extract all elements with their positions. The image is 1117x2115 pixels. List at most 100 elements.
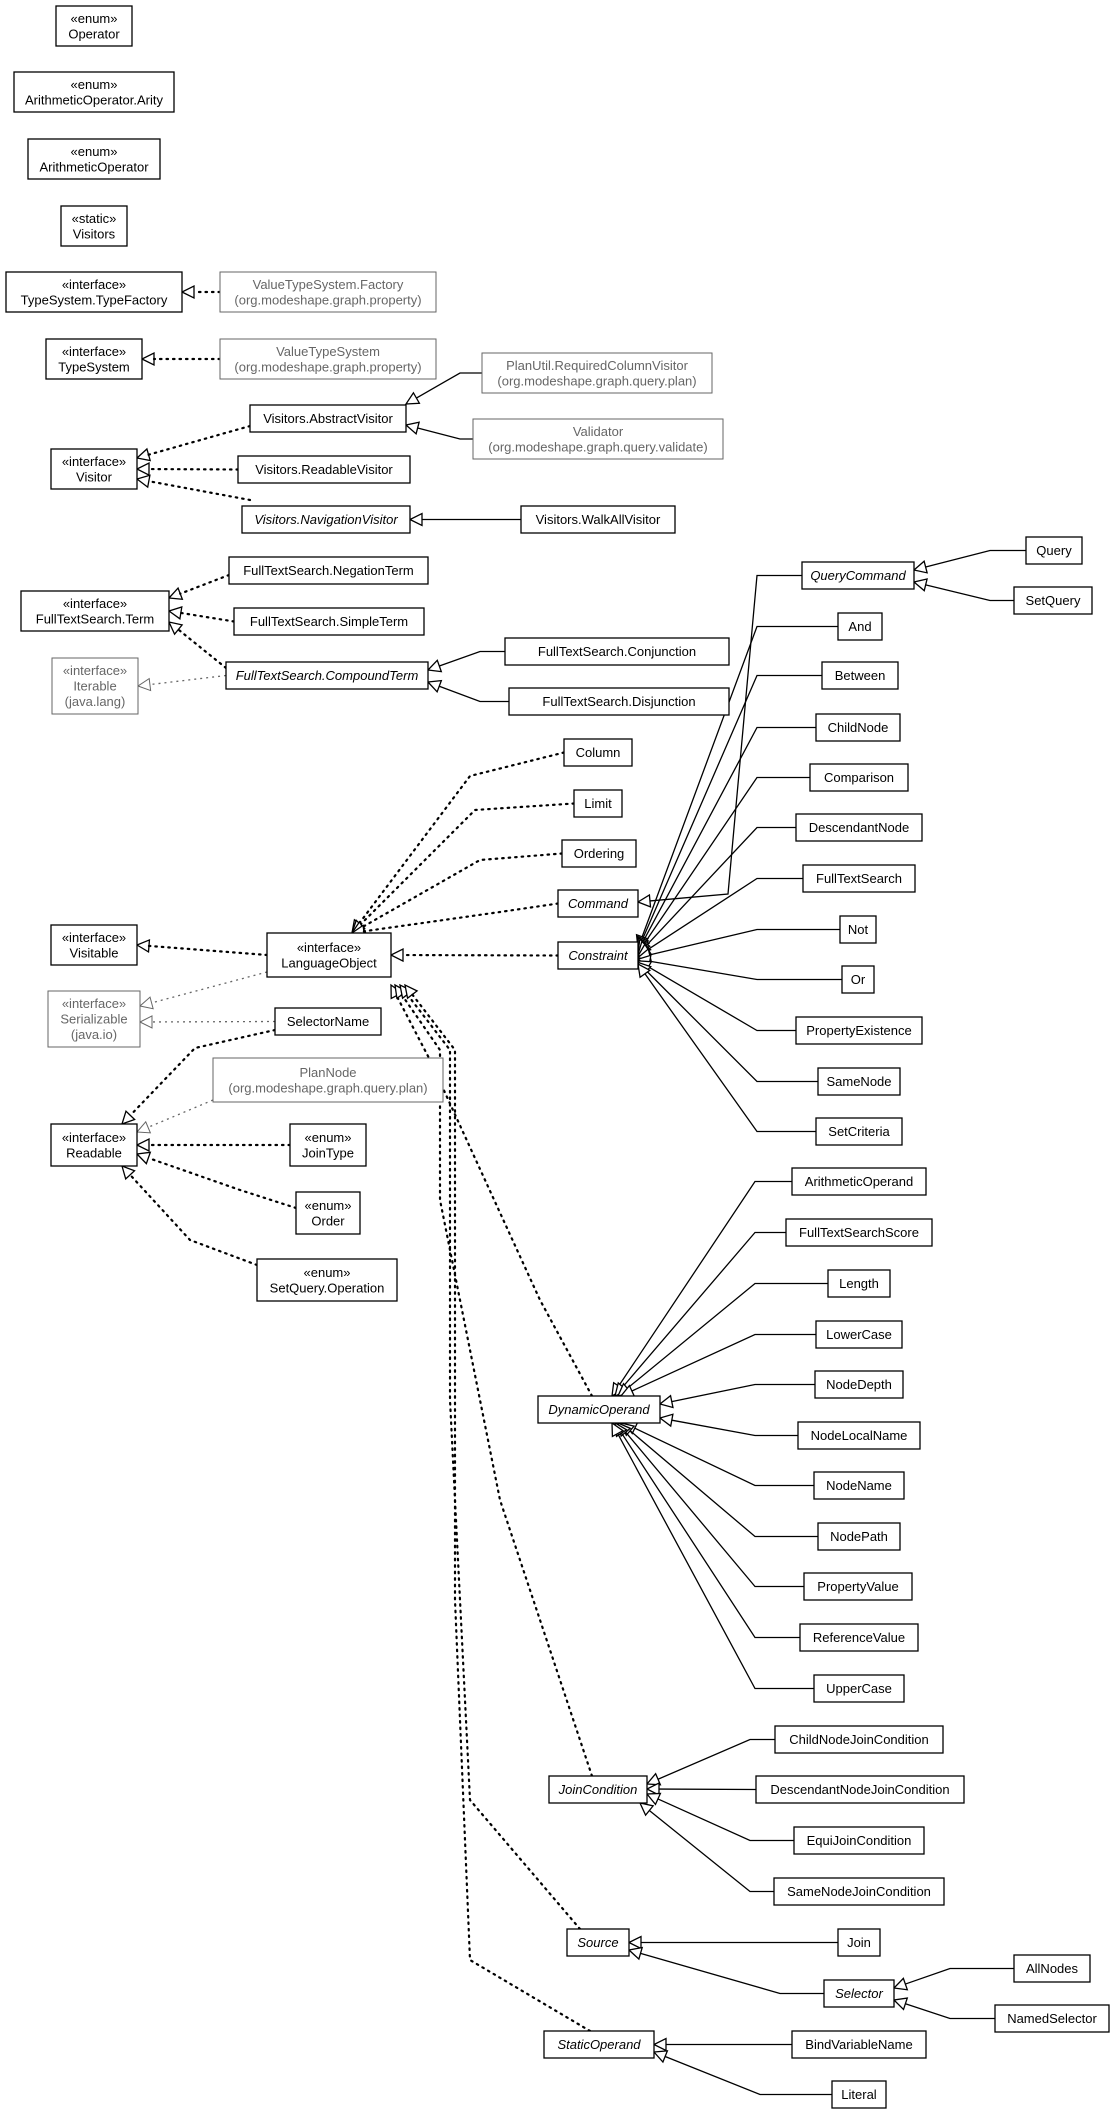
generalization-line	[641, 625, 838, 937]
generalization-line	[640, 1952, 824, 1995]
class-box-same-node[interactable]: SameNode	[817, 1067, 901, 1096]
class-box-equi-join-condition[interactable]: EquiJoinCondition	[793, 1826, 925, 1855]
class-box-full-text-search[interactable]: FullTextSearch	[802, 864, 916, 893]
class-box-visitors[interactable]: «static»Visitors	[60, 205, 128, 247]
class-box-selector-name[interactable]: SelectorName	[274, 1007, 382, 1036]
class-box-reference-value[interactable]: ReferenceValue	[799, 1623, 919, 1652]
class-box-child-node-join-condition[interactable]: ChildNodeJoinCondition	[774, 1725, 944, 1754]
class-box-arithmetic-operand[interactable]: ArithmeticOperand	[791, 1167, 927, 1196]
class-box-simple-term[interactable]: FullTextSearch.SimpleTerm	[233, 607, 425, 636]
class-box-value-type-system[interactable]: ValueTypeSystem(org.modeshape.graph.prop…	[219, 338, 437, 380]
class-box-descendant-node[interactable]: DescendantNode	[795, 813, 923, 842]
class-box-property-value[interactable]: PropertyValue	[803, 1572, 913, 1601]
class-box-property-existence[interactable]: PropertyExistence	[795, 1016, 923, 1045]
class-box-plan-node[interactable]: PlanNode(org.modeshape.graph.query.plan)	[212, 1057, 444, 1103]
class-box-join-condition[interactable]: JoinCondition	[548, 1775, 648, 1804]
class-name: AllNodes	[1026, 1961, 1079, 1976]
class-box-serializable[interactable]: «interface»Serializable(java.io)	[47, 990, 141, 1048]
class-box-selector[interactable]: Selector	[823, 1979, 895, 2008]
class-box-visitor[interactable]: «interface»Visitor	[50, 448, 138, 490]
class-box-arithmetic-operator-arity[interactable]: «enum»ArithmeticOperator.Arity	[13, 71, 175, 113]
class-name: Iterable	[73, 679, 116, 694]
class-box-validator[interactable]: Validator(org.modeshape.graph.query.vali…	[472, 418, 724, 460]
class-box-child-node[interactable]: ChildNode	[815, 713, 901, 742]
class-box-lower-case[interactable]: LowerCase	[815, 1320, 903, 1349]
class-name: Comparison	[824, 770, 894, 785]
class-name: LanguageObject	[281, 955, 377, 970]
class-box-join-type[interactable]: «enum»JoinType	[289, 1123, 367, 1167]
class-box-type-system-type-factory[interactable]: «interface»TypeSystem.TypeFactory	[5, 271, 183, 313]
class-box-dynamic-operand[interactable]: DynamicOperand	[537, 1395, 661, 1424]
class-box-conjunction[interactable]: FullTextSearch.Conjunction	[504, 637, 730, 666]
class-box-border	[47, 990, 141, 1048]
class-box-disjunction[interactable]: FullTextSearch.Disjunction	[508, 687, 730, 716]
class-box-limit[interactable]: Limit	[573, 789, 623, 818]
class-box-compound-term[interactable]: FullTextSearch.CompoundTerm	[225, 661, 429, 690]
class-package: (org.modeshape.graph.property)	[234, 359, 421, 374]
class-name: TypeSystem	[58, 359, 130, 374]
class-box-node-depth[interactable]: NodeDepth	[814, 1370, 904, 1399]
class-box-type-system[interactable]: «interface»TypeSystem	[45, 338, 143, 380]
class-name: SelectorName	[287, 1014, 369, 1029]
generalization-line	[622, 1231, 786, 1388]
generalization-line	[644, 776, 810, 944]
generalization-line	[634, 1427, 814, 1487]
class-box-join[interactable]: Join	[837, 1928, 881, 1957]
class-box-border	[274, 1007, 382, 1036]
class-box-command[interactable]: Command	[557, 889, 639, 918]
class-box-order[interactable]: «enum»Order	[295, 1191, 361, 1235]
class-box-negation-term[interactable]: FullTextSearch.NegationTerm	[228, 556, 429, 585]
class-box-all-nodes[interactable]: AllNodes	[1013, 1954, 1091, 1983]
generalization-line	[925, 549, 1026, 568]
generalization-line	[416, 372, 482, 399]
class-box-named-selector[interactable]: NamedSelector	[994, 2004, 1110, 2033]
class-box-set-query-operation[interactable]: «enum»SetQuery.Operation	[256, 1258, 398, 1302]
class-box-comparison[interactable]: Comparison	[809, 763, 909, 792]
class-box-query[interactable]: Query	[1025, 536, 1083, 565]
class-box-iterable[interactable]: «interface»Iterable(java.lang)	[51, 657, 139, 715]
generalization-line	[643, 726, 816, 941]
class-name: NodePath	[830, 1529, 888, 1544]
class-box-constraint[interactable]: Constraint	[557, 941, 639, 970]
class-box-upper-case[interactable]: UpperCase	[813, 1674, 905, 1703]
class-box-full-text-search-term[interactable]: «interface»FullTextSearch.Term	[20, 590, 170, 632]
class-box-node-name[interactable]: NodeName	[813, 1471, 905, 1500]
class-box-border	[13, 71, 175, 113]
class-box-same-node-join-condition[interactable]: SameNodeJoinCondition	[773, 1877, 945, 1906]
class-box-descendant-node-join-condition[interactable]: DescendantNodeJoinCondition	[755, 1775, 965, 1804]
class-box-border	[51, 657, 139, 715]
class-box-static-operand[interactable]: StaticOperand	[543, 2030, 655, 2059]
class-box-navigation-visitor[interactable]: Visitors.NavigationVisitor	[241, 505, 411, 534]
class-box-arithmetic-operator[interactable]: «enum»ArithmeticOperator	[27, 138, 161, 180]
class-box-node-path[interactable]: NodePath	[817, 1522, 901, 1551]
class-box-node-local-name[interactable]: NodeLocalName	[797, 1421, 921, 1450]
class-box-visitable[interactable]: «interface»Visitable	[50, 924, 138, 966]
class-box-query-command[interactable]: QueryCommand	[801, 561, 915, 590]
class-box-ordering[interactable]: Ordering	[561, 839, 637, 868]
class-box-length[interactable]: Length	[827, 1269, 891, 1298]
generalization-arrowhead	[404, 983, 419, 1000]
class-box-operator[interactable]: «enum»Operator	[55, 5, 133, 47]
class-box-column[interactable]: Column	[563, 738, 633, 767]
class-box-set-query[interactable]: SetQuery	[1013, 586, 1093, 615]
class-name: SameNodeJoinCondition	[787, 1884, 931, 1899]
class-box-literal[interactable]: Literal	[831, 2080, 887, 2109]
class-box-abstract-visitor[interactable]: Visitors.AbstractVisitor	[249, 404, 407, 433]
class-box-full-text-search-score[interactable]: FullTextSearchScore	[785, 1218, 933, 1247]
class-box-language-object[interactable]: «interface»LanguageObject	[266, 932, 392, 978]
class-box-bind-variable-name[interactable]: BindVariableName	[791, 2030, 927, 2059]
class-box-required-column-visitor[interactable]: PlanUtil.RequiredColumnVisitor(org.modes…	[481, 352, 713, 394]
class-box-set-criteria[interactable]: SetCriteria	[815, 1117, 903, 1146]
class-box-walk-all-visitor[interactable]: Visitors.WalkAllVisitor	[520, 505, 676, 534]
class-box-value-type-system-factory[interactable]: ValueTypeSystem.Factory(org.modeshape.gr…	[219, 271, 437, 313]
class-box-between[interactable]: Between	[821, 661, 899, 690]
class-box-and[interactable]: And	[837, 612, 883, 641]
class-box-border	[795, 1016, 923, 1045]
class-box-readable[interactable]: «interface»Readable	[50, 1123, 138, 1167]
class-box-or[interactable]: Or	[841, 965, 875, 994]
realization-line	[147, 1156, 298, 1210]
class-box-readable-visitor[interactable]: Visitors.ReadableVisitor	[237, 455, 411, 484]
class-box-not[interactable]: Not	[839, 915, 877, 944]
class-box-border	[573, 789, 623, 818]
class-box-source[interactable]: Source	[566, 1928, 630, 1957]
